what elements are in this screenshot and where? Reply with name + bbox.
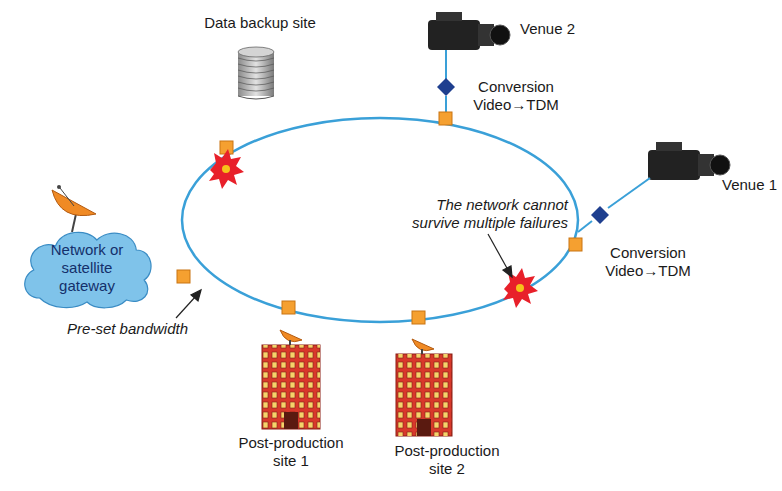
video-camera	[428, 12, 510, 80]
conversion-diamond	[437, 78, 455, 96]
conversion-label: Conversion Video→TDM	[468, 78, 564, 114]
leader-line	[176, 234, 512, 318]
note-label: The network cannot survive multiple fail…	[396, 196, 568, 232]
site-label: Post-production site 1	[226, 434, 356, 470]
gateway-cloud: Network or satellite gateway	[18, 226, 156, 310]
building	[262, 330, 320, 429]
conversion-label: Conversion Video→TDM	[600, 244, 696, 280]
node-text: Network or satellite gateway	[39, 241, 135, 295]
ring-node	[177, 112, 582, 324]
venue-label: Venue 1	[722, 176, 778, 194]
disk-stack	[238, 47, 274, 99]
failure-burst	[209, 149, 244, 189]
site-label: Post-production site 2	[382, 442, 512, 478]
network-ring	[182, 118, 578, 322]
satellite-dish	[52, 185, 96, 232]
note-label: Pre-set bandwidth	[58, 320, 188, 338]
venue-label: Venue 2	[520, 20, 590, 38]
site-label: Data backup site	[200, 14, 320, 32]
video-camera	[608, 142, 730, 208]
building	[396, 339, 452, 436]
conversion-diamond	[591, 206, 609, 224]
